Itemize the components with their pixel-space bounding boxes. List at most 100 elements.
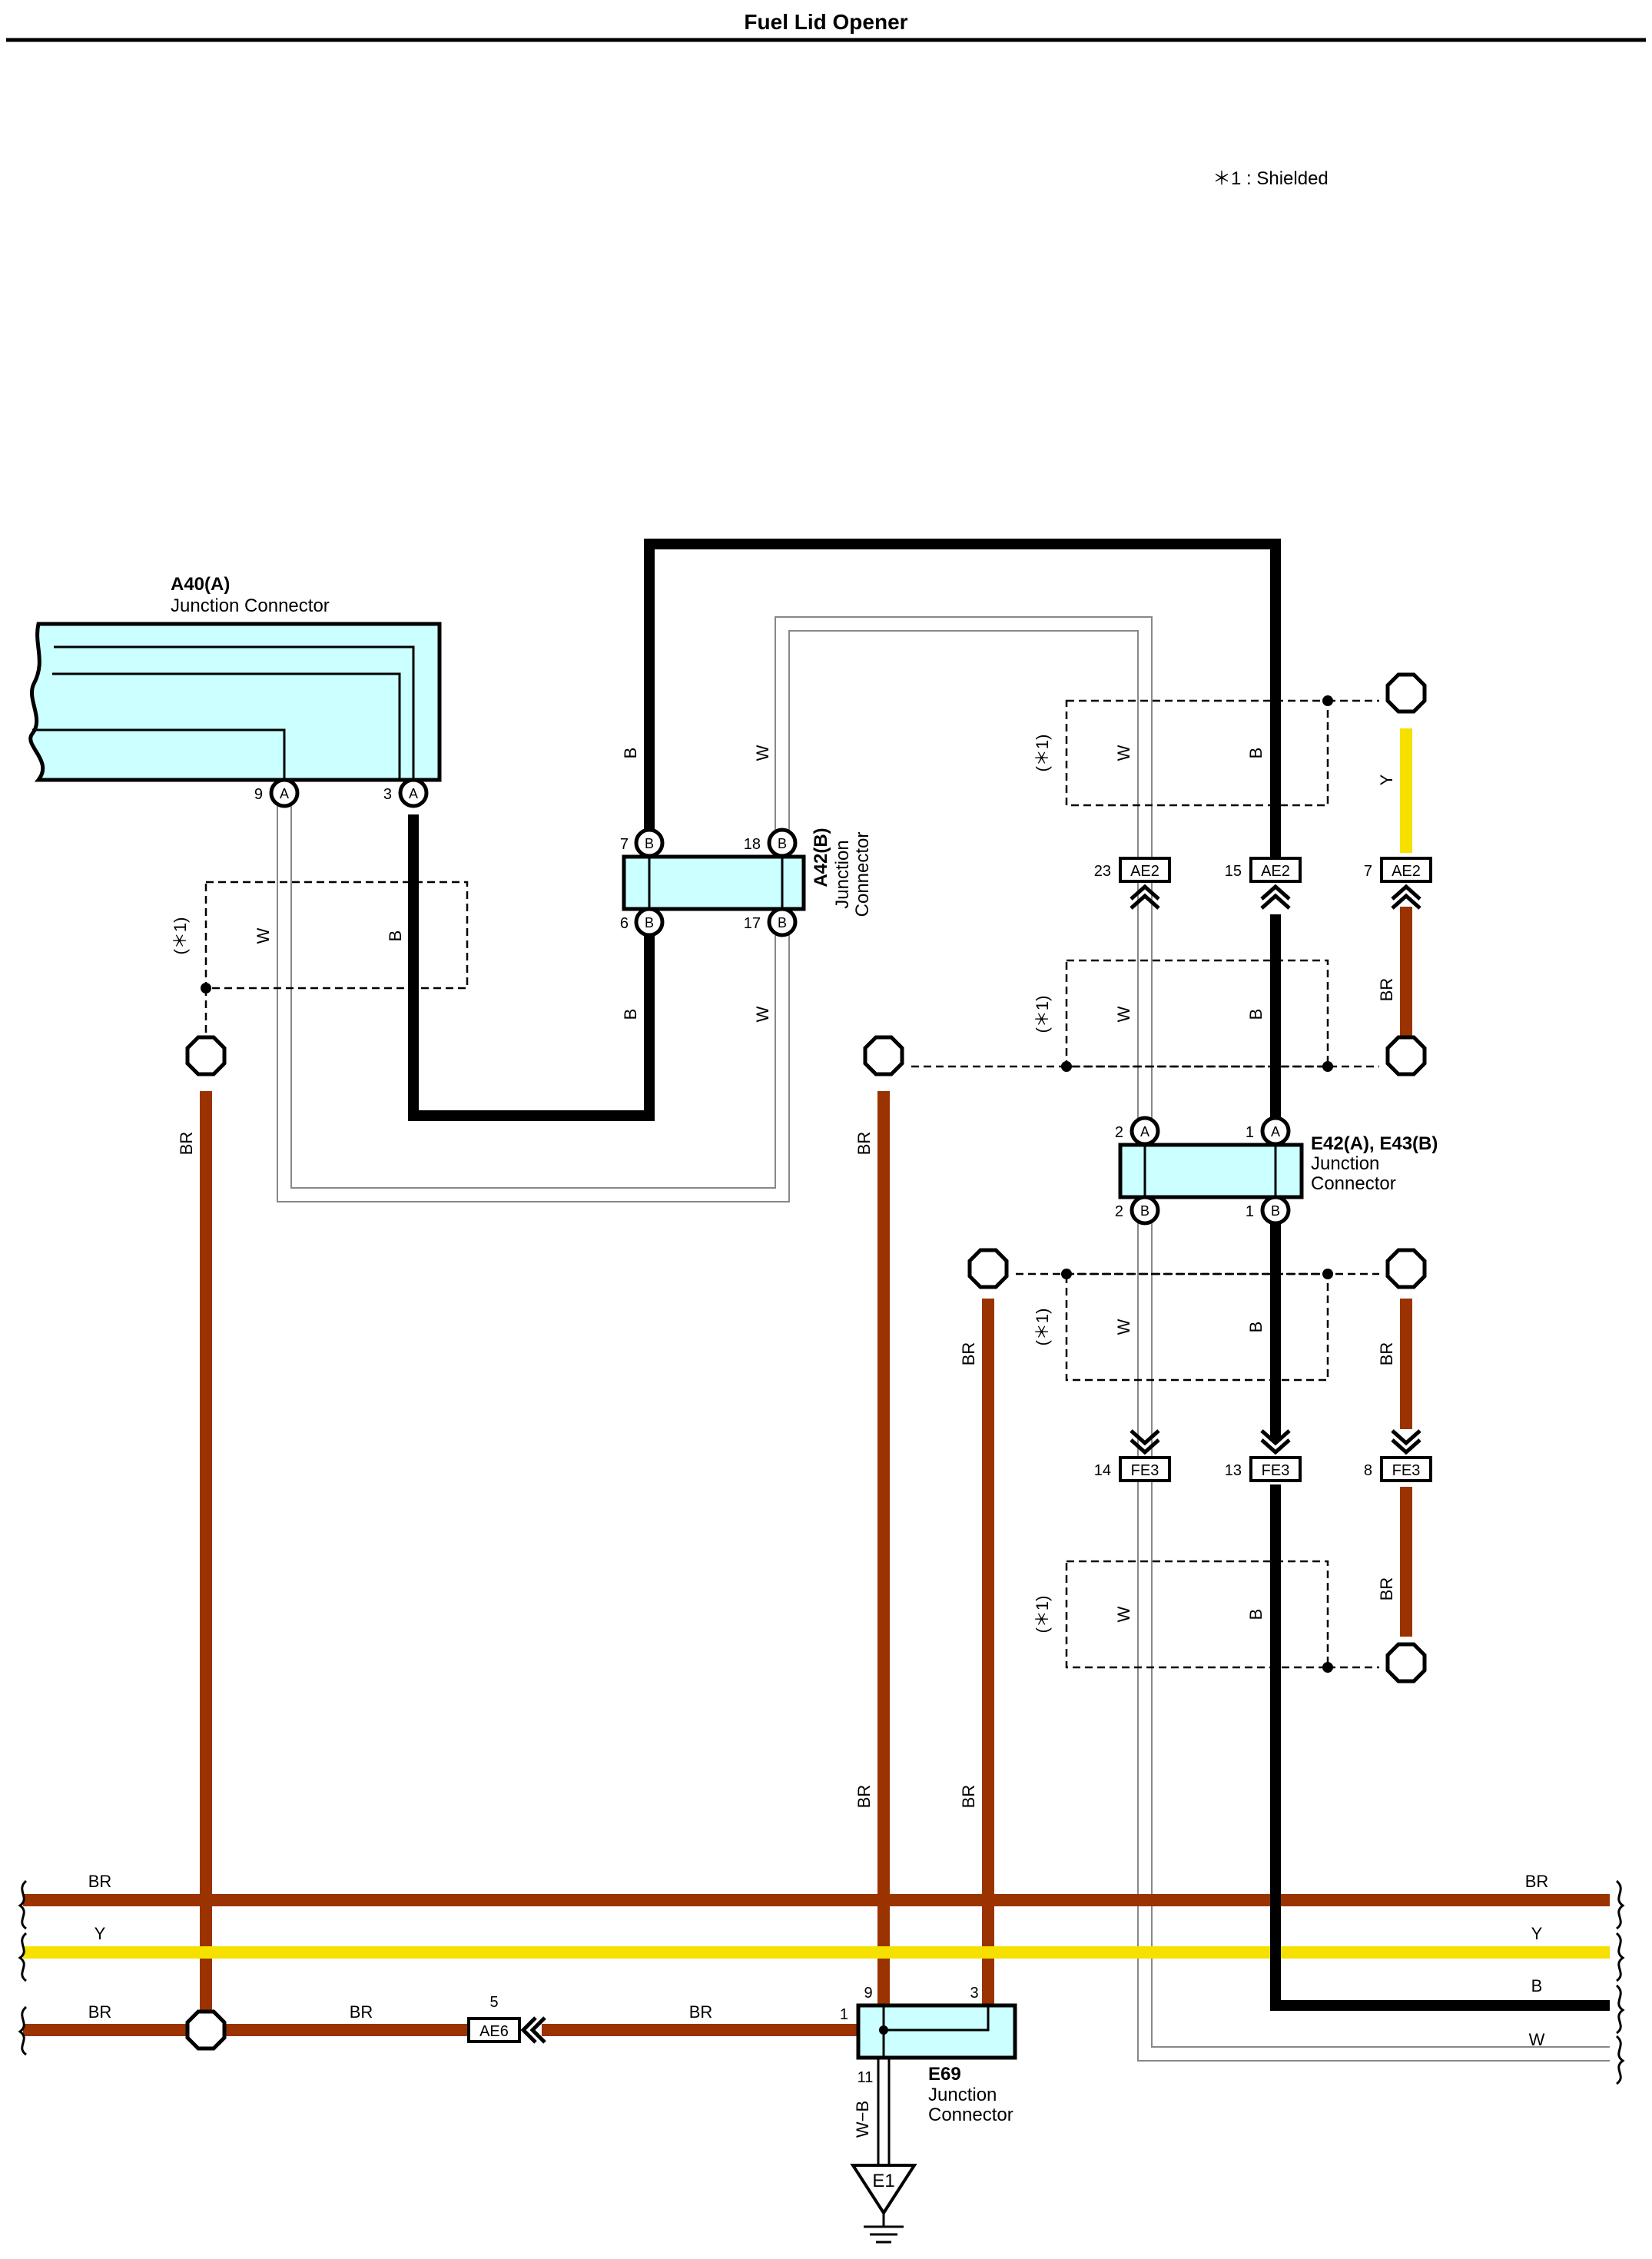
shield-boxes (201, 695, 1379, 1673)
svg-text:3: 3 (383, 786, 392, 803)
connector-ae2: AE2 23 AE2 15 AE2 7 (1094, 857, 1432, 910)
svg-text:(＊1): (＊1) (1033, 1596, 1052, 1634)
e42-pin-1 (1260, 1116, 1291, 1146)
black-wires (408, 539, 1610, 2011)
svg-text:B: B (621, 1009, 640, 1020)
wire-labels-horizontal: BR Y BR BR BR BR Y B W (88, 1872, 1549, 2049)
svg-text:14: 14 (1094, 1462, 1111, 1479)
svg-text:(＊1): (＊1) (1033, 1309, 1052, 1346)
svg-text:2: 2 (1115, 1124, 1123, 1141)
continuation-marks (18, 1879, 1625, 2085)
svg-text:BR: BR (88, 2002, 112, 2022)
svg-text:W: W (1114, 1319, 1133, 1335)
svg-text:9: 9 (254, 786, 263, 803)
svg-text:(＊1): (＊1) (1033, 996, 1052, 1033)
svg-text:BR: BR (177, 1132, 196, 1156)
a42-desc-1: Junction (832, 840, 853, 908)
svg-text:B: B (645, 836, 654, 851)
svg-text:3: 3 (970, 1985, 978, 2002)
svg-text:Y: Y (1377, 774, 1396, 785)
page-title: Fuel Lid Opener (744, 10, 907, 34)
connector-e69: 9 3 1 11 E69 Junction Connector (840, 1985, 1017, 2125)
e42-desc-2: Connector (1311, 1173, 1396, 1194)
svg-text:5: 5 (489, 1994, 498, 2011)
svg-text:B: B (778, 915, 787, 930)
a42-desc-2: Connector (852, 832, 873, 917)
svg-text:B: B (1246, 748, 1266, 759)
svg-text:A: A (1271, 1124, 1280, 1139)
svg-text:B: B (645, 915, 654, 930)
a42-pin-17 (767, 907, 798, 937)
ground-label: E1 (872, 2171, 894, 2191)
svg-text:9: 9 (864, 1985, 872, 2002)
svg-text:B: B (1140, 1203, 1149, 1219)
yellow-wires (23, 728, 1610, 1959)
svg-text:7: 7 (620, 836, 629, 853)
svg-text:B: B (1246, 1009, 1266, 1020)
svg-text:AE2: AE2 (1261, 863, 1290, 880)
e43-pin-2 (1130, 1195, 1160, 1226)
wire-labels-vertical: W B B W B W W B Y W B BR W B BR W B BR B… (177, 745, 1396, 1808)
svg-text:AE2: AE2 (1130, 863, 1159, 880)
svg-text:13: 13 (1225, 1462, 1242, 1479)
a40-name: A40(A) (171, 574, 230, 595)
svg-text:17: 17 (744, 915, 761, 932)
svg-text:W: W (753, 1006, 772, 1022)
e69-name: E69 (928, 2064, 961, 2085)
a40-desc: Junction Connector (171, 595, 330, 616)
e42-desc-1: Junction (1311, 1153, 1379, 1174)
a42-pin-7 (634, 828, 665, 858)
svg-text:W: W (1114, 745, 1133, 761)
svg-text:FE3: FE3 (1131, 1462, 1159, 1479)
svg-text:FE3: FE3 (1262, 1462, 1290, 1479)
splice-points (185, 672, 1427, 2051)
svg-text:BR: BR (959, 1785, 978, 1809)
svg-text:11: 11 (858, 2069, 874, 2086)
svg-text:23: 23 (1094, 863, 1111, 880)
svg-text:A: A (280, 786, 289, 801)
svg-text:BR: BR (1377, 1342, 1396, 1366)
svg-text:W−B: W−B (853, 2101, 872, 2138)
connector-a40: A A 9 3 A40(A) Junction Connector (28, 574, 442, 808)
svg-text:(＊1): (＊1) (1033, 735, 1052, 772)
svg-text:BR: BR (350, 2002, 373, 2022)
svg-text:B: B (621, 748, 640, 759)
e69-desc-1: Junction (928, 2085, 997, 2105)
svg-text:W: W (1114, 1606, 1133, 1622)
shield-note: ＊1 : Shielded (1212, 168, 1329, 189)
svg-text:A: A (1140, 1124, 1149, 1139)
a40-pin-9 (269, 778, 300, 808)
brown-wires (23, 907, 1610, 2036)
svg-text:8: 8 (1364, 1462, 1372, 1479)
a42-pin-18 (767, 828, 798, 858)
svg-text:B: B (1246, 1322, 1266, 1333)
white-wires (277, 616, 1610, 2062)
svg-text:B: B (386, 930, 405, 942)
svg-text:1: 1 (1246, 1124, 1254, 1141)
a42-name: A42(B) (811, 828, 831, 887)
svg-text:BR: BR (854, 1785, 874, 1809)
svg-text:BR: BR (88, 1872, 112, 1891)
e42-name: E42(A), E43(B) (1311, 1133, 1438, 1154)
svg-text:W: W (1114, 1006, 1133, 1022)
svg-text:B: B (1246, 1609, 1266, 1620)
svg-text:FE3: FE3 (1392, 1462, 1421, 1479)
svg-text:B: B (778, 836, 787, 851)
e42-pin-2 (1130, 1116, 1160, 1146)
svg-text:1: 1 (1246, 1203, 1254, 1220)
svg-text:BR: BR (959, 1342, 978, 1366)
svg-text:15: 15 (1225, 863, 1242, 880)
svg-text:Y: Y (1531, 1924, 1543, 1943)
svg-text:BR: BR (854, 1132, 874, 1156)
svg-text:BR: BR (1377, 978, 1396, 1002)
svg-text:BR: BR (1377, 1577, 1396, 1601)
svg-text:Y: Y (95, 1924, 106, 1943)
svg-text:B: B (1531, 1976, 1543, 1995)
svg-text:6: 6 (620, 915, 629, 932)
ground-e1: W−B E1 (850, 2058, 917, 2244)
svg-text:W: W (753, 745, 772, 761)
a42-pin-6 (634, 907, 665, 937)
svg-text:W: W (254, 927, 273, 944)
svg-text:2: 2 (1115, 1203, 1123, 1220)
